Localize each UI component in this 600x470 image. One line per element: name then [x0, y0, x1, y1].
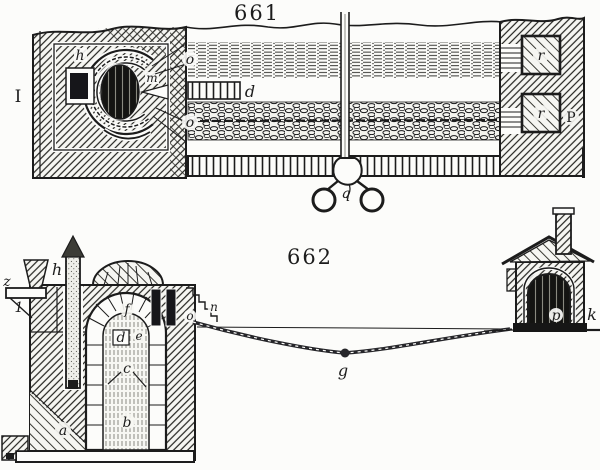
figure-661-number: 661: [234, 1, 280, 25]
flue-slot-left: [150, 288, 162, 327]
row-upper-label: o: [186, 52, 194, 68]
pillar-edge-mark: [582, 148, 585, 178]
feed-lines-upper: [501, 47, 523, 69]
crown-voussoirs: [103, 263, 153, 286]
core-label: m: [146, 71, 157, 85]
row-lower-label: o: [186, 115, 194, 131]
reel-upper-box: [520, 34, 562, 76]
spout-strut-label: 1: [15, 300, 24, 316]
chord-line: [196, 326, 513, 330]
ground-right-label: k: [587, 305, 597, 324]
hut-chimney-cap: [552, 207, 575, 215]
door-opening: [70, 73, 88, 99]
hut: p k: [483, 207, 600, 332]
chimney-base: [68, 380, 78, 389]
shears-ring-right: [359, 187, 385, 213]
torn-edge: [185, 20, 503, 30]
tool-label: q: [342, 186, 351, 202]
ground-left: [483, 329, 514, 332]
rope-catenary: [192, 320, 511, 355]
base-notch: [6, 453, 14, 459]
steps-label: n: [210, 300, 218, 314]
comb-rack: [187, 81, 241, 100]
side-door: h: [65, 48, 95, 105]
hut-doorway: [527, 273, 571, 325]
shears-ring-left: [311, 187, 337, 213]
left-arrow-icon: [139, 84, 169, 100]
row-lower-label-group: o: [182, 114, 198, 131]
spout-strut: [9, 297, 33, 319]
wall-left-label: I: [15, 87, 22, 107]
rope-span: g: [192, 320, 513, 380]
comb-end-label: d: [245, 82, 255, 101]
hut-base-bar: [513, 323, 587, 332]
hanging-shears: q: [311, 12, 385, 213]
step-zigzag: [186, 287, 218, 322]
rope-low-knob: [340, 348, 350, 358]
furnace-section: a: [1, 234, 221, 463]
figure-662: 662 a: [1, 207, 600, 463]
door-arch-line: [523, 267, 575, 324]
hut-door-label: p: [552, 308, 561, 324]
hut-chimney: [555, 211, 572, 255]
reel-pillar: r r P: [499, 16, 585, 178]
vault-voussoirs: [86, 291, 166, 426]
reel-upper-label: r: [538, 48, 546, 64]
kiln-core: [100, 64, 140, 120]
feed-lines-lower: [501, 111, 523, 128]
chimney: [61, 234, 85, 390]
vault-bottom-label: b: [123, 415, 132, 431]
ash-chamber: [30, 392, 92, 450]
reel-lower-label: r: [538, 106, 546, 122]
row-upper-label-group: o: [182, 51, 198, 68]
chimney-label: h: [52, 260, 62, 279]
pillar-label: P: [566, 110, 575, 126]
rope-exit-label: o: [186, 309, 193, 323]
vault-top-label: f: [123, 302, 132, 318]
spout-label: z: [2, 274, 11, 290]
figure-662-number: 662: [287, 245, 333, 269]
feed-spout: z 1: [2, 259, 49, 319]
chimney-shaft: [65, 251, 81, 389]
vault-box-label: d: [117, 330, 126, 346]
flue-arc: [103, 129, 151, 140]
vaulted-chamber: f d e c b: [84, 291, 168, 452]
spout-tray: [5, 287, 47, 299]
base-slab: [15, 450, 195, 463]
vault-box-right-label: e: [135, 329, 142, 343]
door-label: h: [75, 48, 84, 64]
damper-box: [112, 329, 130, 346]
vault-mid-label: c: [123, 361, 131, 377]
rope-low-label: g: [338, 361, 348, 380]
rope-walk-bands: o d o: [182, 42, 524, 177]
steps: o n: [183, 287, 221, 323]
roof-line: [501, 235, 595, 266]
core-pointer: m: [139, 71, 169, 100]
cross-hatch-corner: [170, 27, 186, 178]
flue-slot-right: [165, 288, 177, 327]
up-arrow-icon: [61, 234, 85, 258]
figure-661: 661: [15, 1, 585, 213]
base-chamber-label: a: [59, 423, 67, 439]
fan-lines: [151, 43, 187, 143]
furnace-block-plan: h m: [32, 25, 187, 179]
